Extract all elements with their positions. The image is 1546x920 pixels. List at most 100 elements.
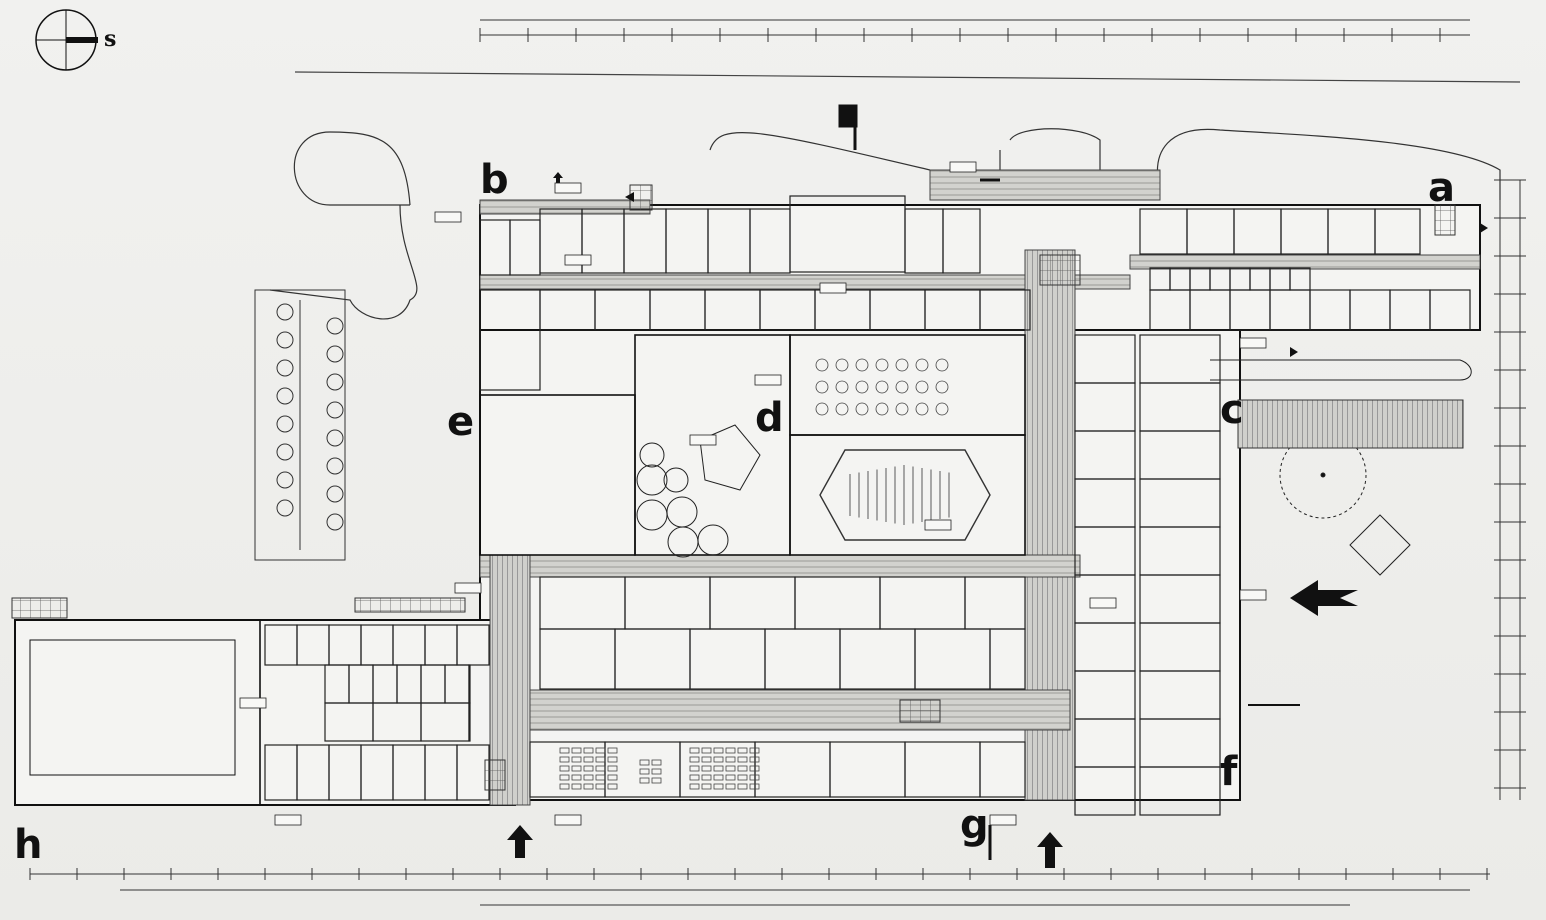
room	[942, 208, 981, 274]
level-callout	[819, 282, 847, 294]
table-symbol	[935, 380, 949, 394]
auditorium-seating	[819, 449, 991, 541]
desk-symbol	[651, 759, 662, 766]
tree-symbol	[326, 429, 344, 447]
desk-symbol	[689, 783, 700, 790]
desk-symbol	[701, 756, 712, 763]
desk-symbol	[595, 747, 606, 754]
desk-symbol	[701, 774, 712, 781]
level-callout	[689, 434, 717, 446]
table-symbol	[895, 402, 909, 416]
desk-symbol	[571, 765, 582, 772]
desk-symbol	[559, 756, 570, 763]
tree-symbol	[276, 499, 294, 517]
zone-label-e: e	[447, 399, 475, 445]
room	[509, 219, 541, 276]
level-callout	[274, 814, 302, 826]
room	[989, 628, 1026, 690]
table-symbol	[815, 358, 829, 372]
desk-symbol	[689, 774, 700, 781]
zone-label-h: h	[14, 822, 43, 868]
table-symbol	[895, 380, 909, 394]
desk-symbol	[689, 765, 700, 772]
desk-symbol	[737, 765, 748, 772]
desk-symbol	[737, 783, 748, 790]
level-callouts	[239, 161, 1267, 826]
desk-symbol	[689, 747, 700, 754]
level-callout	[454, 582, 482, 594]
table-symbol	[915, 358, 929, 372]
stairs	[11, 184, 1456, 791]
orientation-letter: s	[104, 26, 117, 52]
classroom-desks	[559, 747, 760, 790]
tree-symbol	[276, 471, 294, 489]
tree-symbol	[276, 303, 294, 321]
desk-symbol	[607, 765, 618, 772]
desk-symbol	[749, 783, 760, 790]
tree-symbol	[326, 457, 344, 475]
desk-symbol	[725, 747, 736, 754]
toilet-room	[1289, 267, 1311, 291]
tree-symbol	[326, 485, 344, 503]
desk-symbol	[583, 783, 594, 790]
desk-symbol	[701, 783, 712, 790]
desk-symbol	[559, 747, 570, 754]
right-dimension-line	[1494, 179, 1526, 800]
desk-symbol	[713, 783, 724, 790]
desk-symbol	[639, 777, 650, 784]
desk-symbol	[725, 765, 736, 772]
level-callout	[1239, 337, 1267, 349]
level-callout	[1239, 589, 1267, 601]
desk-symbol	[571, 747, 582, 754]
level-callout	[554, 182, 582, 194]
desk-symbol	[737, 747, 748, 754]
room	[479, 289, 541, 391]
level-callout	[434, 211, 462, 223]
desk-symbol	[559, 774, 570, 781]
level-callout	[554, 814, 582, 826]
desk-symbol	[595, 774, 606, 781]
table-symbol	[835, 380, 849, 394]
corridors	[479, 169, 1481, 806]
room	[1074, 766, 1136, 816]
table-symbol	[935, 358, 949, 372]
desk-symbol	[713, 774, 724, 781]
table-symbol	[815, 380, 829, 394]
zone-label-g: g	[960, 802, 989, 848]
tree-symbol	[276, 359, 294, 377]
desk-symbol	[725, 756, 736, 763]
zone-label-c: c	[1220, 387, 1244, 433]
desk-symbol	[607, 783, 618, 790]
table-symbol	[875, 358, 889, 372]
table-symbol	[815, 402, 829, 416]
desk-symbol	[737, 774, 748, 781]
zone-label-d: d	[755, 395, 784, 441]
desk-symbol	[651, 777, 662, 784]
large-halls	[14, 334, 1026, 806]
tree-symbol	[276, 387, 294, 405]
desk-symbol	[583, 774, 594, 781]
desk-symbol	[713, 765, 724, 772]
table-symbol	[855, 402, 869, 416]
table-symbol	[895, 358, 909, 372]
desk-symbol	[595, 783, 606, 790]
desk-symbol	[713, 756, 724, 763]
desk-symbol	[725, 783, 736, 790]
desk-symbol	[607, 747, 618, 754]
table-symbol	[855, 380, 869, 394]
table-symbol	[835, 358, 849, 372]
bottom-dimension-line	[29, 868, 1490, 906]
desk-symbol	[559, 783, 570, 790]
table-symbol	[835, 402, 849, 416]
desk-symbol	[701, 747, 712, 754]
level-callout	[949, 161, 977, 173]
top-dimension-line	[479, 19, 1470, 42]
parking-area	[254, 289, 346, 561]
desk-symbol	[749, 765, 760, 772]
level-callout	[239, 697, 267, 709]
zone-label-b: b	[480, 157, 509, 203]
desk-symbol	[571, 756, 582, 763]
room	[468, 702, 471, 742]
tree-symbol	[326, 373, 344, 391]
